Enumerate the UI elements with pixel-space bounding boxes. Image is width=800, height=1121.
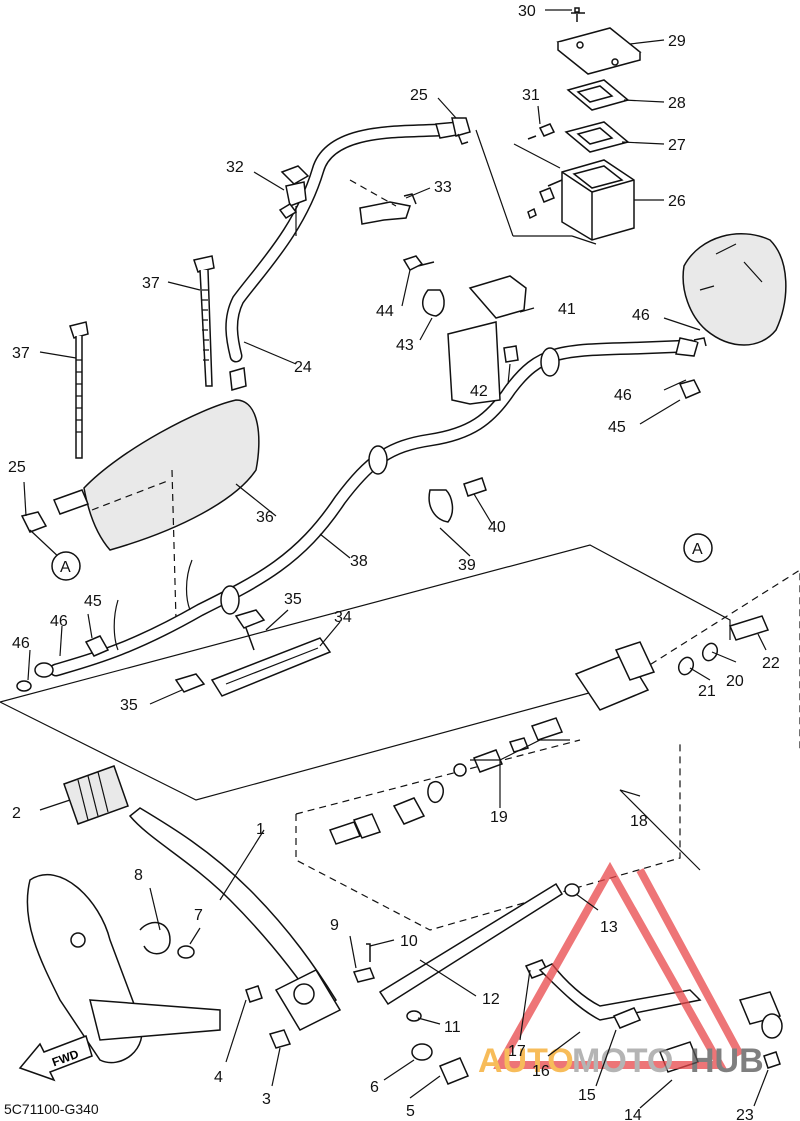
label-13: 13 [600, 919, 618, 936]
bracket-34 [84, 559, 332, 697]
cable-ties [69, 255, 215, 459]
marker-a-right-text: A [692, 541, 703, 558]
label-19: 19 [490, 809, 508, 826]
label-34: 34 [334, 609, 352, 626]
label-45-left: 45 [84, 593, 102, 610]
label-23: 23 [736, 1107, 754, 1121]
label-25-left: 25 [8, 459, 26, 476]
watermark-hub: HUB [690, 1042, 764, 1080]
label-7: 7 [194, 907, 203, 924]
leader-lines [23, 9, 769, 1109]
pushrod [352, 882, 580, 1022]
label-8: 8 [134, 867, 143, 884]
label-26: 26 [668, 193, 686, 210]
main-hose-38 [16, 337, 699, 692]
hose-protector [20, 399, 260, 621]
clamp-25-lower [20, 511, 48, 533]
caliper [678, 233, 787, 399]
label-37-left: 37 [12, 345, 30, 362]
label-2: 2 [12, 805, 21, 822]
label-1: 1 [256, 821, 265, 838]
view-marker-a-right [683, 533, 713, 563]
clamp-25 [451, 117, 471, 145]
label-18: 18 [630, 813, 648, 830]
label-36: 36 [256, 509, 274, 526]
label-38: 38 [350, 553, 368, 570]
clip-33 [359, 193, 417, 225]
brake-pedal [26, 765, 470, 1085]
watermark-triangle [493, 861, 744, 1069]
label-6: 6 [370, 1079, 379, 1096]
label-31: 31 [522, 87, 540, 104]
label-11: 11 [444, 1019, 461, 1036]
label-17: 17 [508, 1043, 526, 1060]
screw-30 [527, 123, 556, 140]
label-5: 5 [406, 1103, 415, 1120]
upper-hose [225, 117, 471, 391]
watermark-moto: MOTO [572, 1042, 673, 1080]
label-39: 39 [458, 557, 476, 574]
drawing-code: 5C71100-G340 [4, 1101, 99, 1117]
label-22: 22 [762, 655, 780, 672]
label-46-mid: 46 [614, 387, 632, 404]
part-labels: 30 29 28 27 26 31 25 32 33 37 37 24 44 4… [4, 3, 780, 1121]
label-10: 10 [400, 933, 418, 950]
label-35-bottom: 35 [120, 697, 138, 714]
marker-a-left-text: A [60, 559, 71, 576]
label-15: 15 [578, 1087, 596, 1104]
label-32: 32 [226, 159, 244, 176]
label-46-top: 46 [632, 307, 650, 324]
label-25-top: 25 [410, 87, 428, 104]
bracket-assembly [402, 255, 527, 523]
detail-frame [0, 533, 800, 931]
label-3: 3 [262, 1091, 271, 1108]
label-9: 9 [330, 917, 339, 934]
label-16: 16 [532, 1063, 550, 1080]
label-37-top: 37 [142, 275, 160, 292]
label-29: 29 [668, 33, 686, 50]
fwd-arrow: FWD [18, 1035, 93, 1082]
label-41: 41 [558, 301, 576, 318]
label-46-left1: 46 [50, 613, 68, 630]
label-42: 42 [470, 383, 488, 400]
view-marker-a-left [51, 551, 81, 581]
label-24: 24 [294, 359, 312, 376]
watermark-logo: AUTO MOTO HUB [478, 861, 764, 1080]
label-46-left2: 46 [12, 635, 30, 652]
label-45-right: 45 [608, 419, 626, 436]
reservoir-assembly [475, 7, 642, 245]
master-cylinder [328, 615, 770, 845]
label-40: 40 [488, 519, 506, 536]
label-4: 4 [214, 1069, 223, 1086]
label-28: 28 [668, 95, 686, 112]
label-43: 43 [396, 337, 414, 354]
label-33: 33 [434, 179, 452, 196]
label-44: 44 [376, 303, 394, 320]
label-20: 20 [726, 673, 744, 690]
label-21: 21 [698, 683, 716, 700]
label-14: 14 [624, 1107, 642, 1121]
label-35-top: 35 [284, 591, 302, 608]
label-27: 27 [668, 137, 686, 154]
label-12: 12 [482, 991, 500, 1008]
label-30: 30 [518, 3, 536, 20]
clip-32 [280, 165, 310, 208]
